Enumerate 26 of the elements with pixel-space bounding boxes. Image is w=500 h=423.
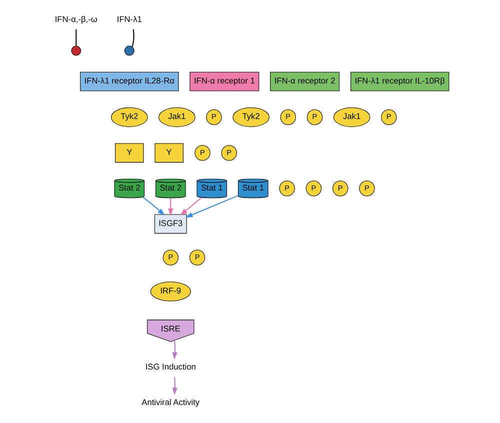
node-box: ISGF3 — [154, 214, 187, 234]
arrow — [185, 194, 238, 218]
arrow — [168, 198, 174, 216]
node-ellipse: IRF-9 — [150, 282, 191, 302]
node-ellipse: Jak1 — [158, 107, 196, 127]
arrow — [180, 197, 202, 216]
node-circle — [124, 46, 134, 56]
node-box: IFN-λ1 receptor IL28-Rα — [80, 72, 179, 92]
node-text: Antiviral Activity — [142, 397, 200, 408]
node-box: Y — [115, 143, 144, 163]
connector — [76, 29, 77, 46]
node-ellipse: Tyk2 — [110, 107, 148, 127]
node-box: IFN-λ1 receptor IL-10Rβ — [350, 72, 450, 92]
arrow — [172, 340, 178, 360]
node-ellipse: Tyk2 — [232, 107, 270, 127]
node-ellipse: Jak1 — [333, 107, 370, 127]
node-circle — [71, 46, 82, 56]
arrow — [142, 196, 165, 216]
node-text: IFN-λ1 — [116, 14, 142, 24]
arrow — [172, 377, 178, 396]
connector — [132, 29, 134, 47]
node-box: IFN-α receptor 1 — [190, 72, 260, 92]
node-text: ISG Induction — [145, 362, 196, 372]
node-text: IFN-α,-β,-ω — [54, 14, 98, 24]
node-box: IFN-α receptor 2 — [270, 72, 340, 92]
node-box: Y — [154, 143, 184, 163]
